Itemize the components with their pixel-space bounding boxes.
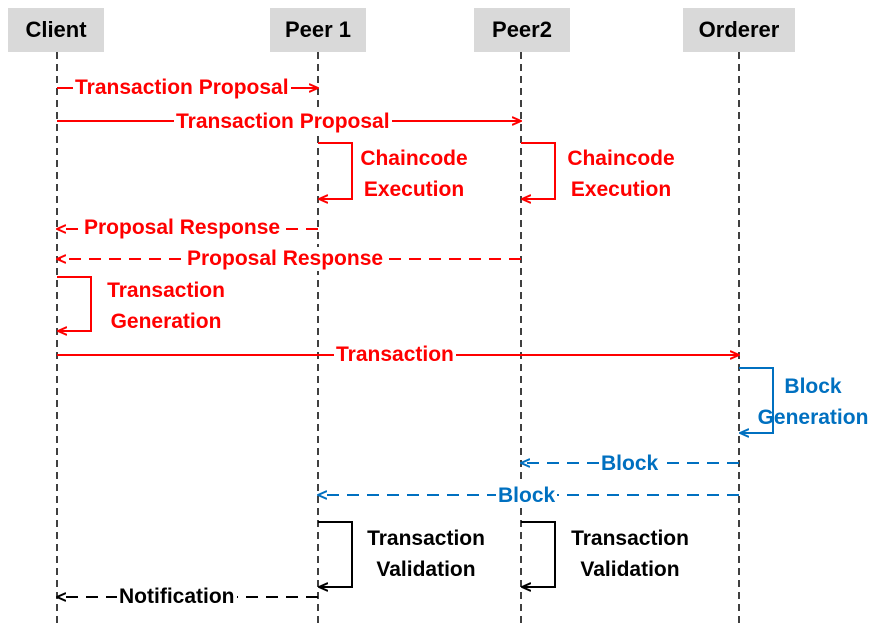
message-label-block-peer1: Block bbox=[496, 484, 558, 508]
self-label-peer2-validation: Transaction Validation bbox=[560, 523, 700, 585]
self-label-line: Execution bbox=[570, 178, 672, 201]
self-label-peer1-validation: Transaction Validation bbox=[356, 523, 496, 585]
self-label-line: Execution bbox=[363, 178, 465, 201]
self-label-line: Block bbox=[784, 375, 842, 398]
self-action-arrow bbox=[521, 142, 556, 199]
message-label-response-peer1: Proposal Response bbox=[82, 216, 283, 240]
self-action-arrow bbox=[318, 142, 353, 199]
self-label-line: Transaction bbox=[107, 279, 225, 302]
message-label-response-peer2: Proposal Response bbox=[185, 247, 386, 271]
message-label-block-peer2: Block bbox=[599, 452, 661, 476]
self-label-line: Chaincode bbox=[360, 147, 468, 170]
message-label-proposal-peer2: Transaction Proposal bbox=[174, 110, 392, 134]
self-label-line: Generation bbox=[110, 310, 222, 333]
self-action-arrow bbox=[521, 521, 556, 587]
participant-peer1: Peer 1 bbox=[270, 8, 366, 52]
self-label-line: Chaincode bbox=[567, 147, 675, 170]
participant-orderer: Orderer bbox=[683, 8, 795, 52]
self-label-line: Transaction bbox=[571, 527, 689, 550]
message-label-transaction: Transaction bbox=[334, 343, 456, 367]
self-label-peer2-chaincode: Chaincode Execution bbox=[559, 143, 683, 205]
self-label-client-generation: Transaction Generation bbox=[98, 275, 234, 337]
self-action-arrow bbox=[57, 276, 92, 331]
self-label-orderer-block: Block Generation bbox=[749, 371, 877, 433]
self-label-line: Generation bbox=[757, 406, 869, 429]
message-label-proposal-peer1: Transaction Proposal bbox=[73, 76, 291, 100]
self-action-arrow bbox=[739, 367, 774, 433]
participant-peer2: Peer2 bbox=[474, 8, 570, 52]
participant-client: Client bbox=[8, 8, 104, 52]
message-label-notification: Notification bbox=[117, 585, 237, 609]
self-label-line: Transaction bbox=[367, 527, 485, 550]
self-label-line: Validation bbox=[376, 558, 476, 581]
self-action-arrow bbox=[318, 521, 353, 587]
self-label-line: Validation bbox=[580, 558, 680, 581]
self-label-peer1-chaincode: Chaincode Execution bbox=[352, 143, 476, 205]
